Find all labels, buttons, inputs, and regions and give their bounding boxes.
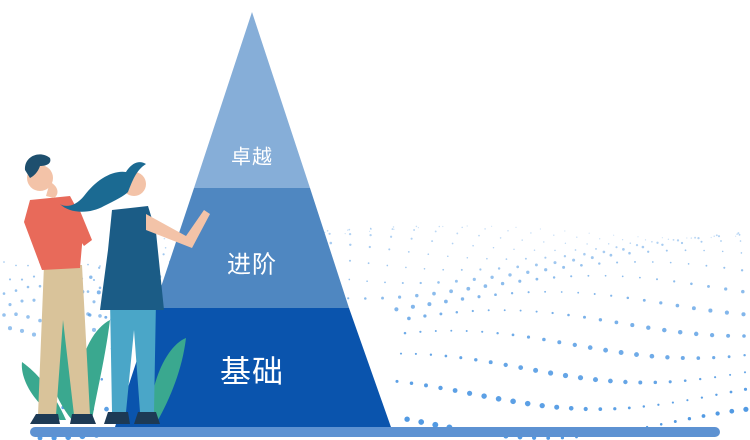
ground-line <box>30 427 720 437</box>
pyramid-label-top: 卓越 <box>231 144 273 169</box>
man-figure <box>24 154 96 424</box>
woman-figure <box>60 162 210 424</box>
pyramid-label-base: 基础 <box>220 354 284 391</box>
pyramid-label-middle: 进阶 <box>227 250 277 279</box>
pyramid-tier-base <box>114 308 392 430</box>
pyramid-tier-top <box>194 12 310 188</box>
